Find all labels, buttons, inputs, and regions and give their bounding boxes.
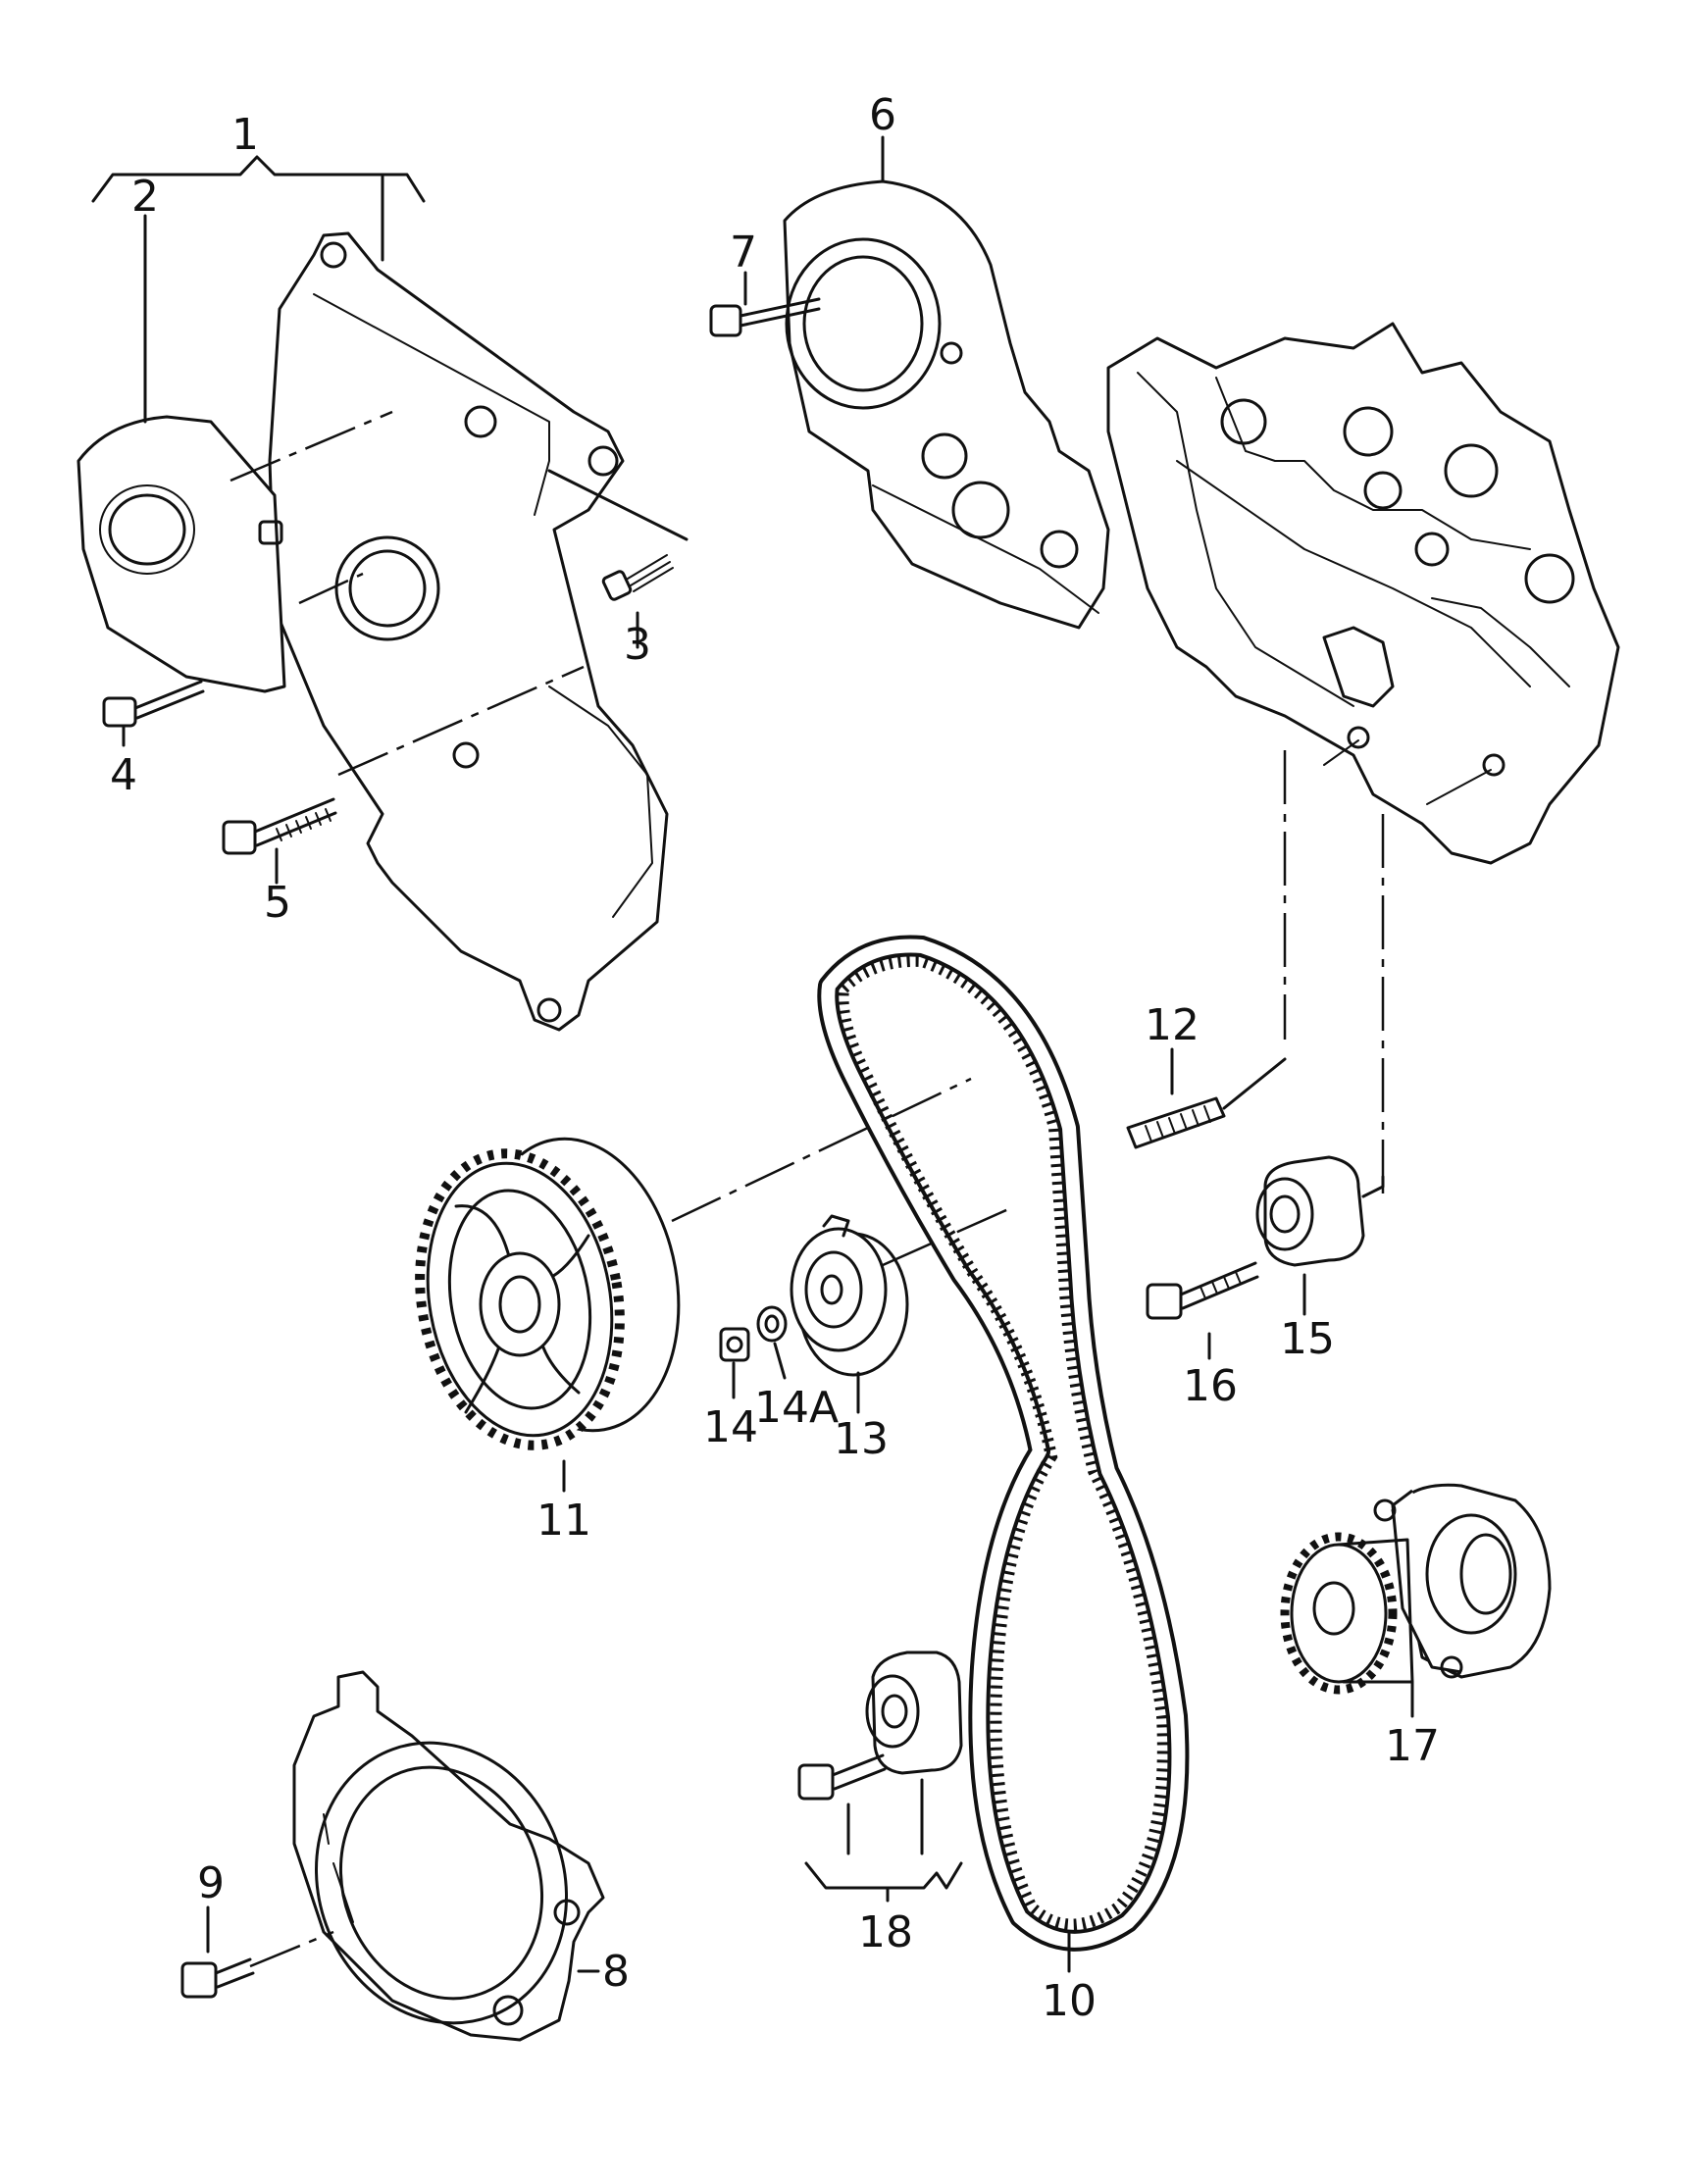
callout-labels: 1 2 3 4 5 6 7 8 9 10 11 12 13 14 14A 15 … xyxy=(110,90,1440,2026)
nut-14 xyxy=(719,1327,750,1399)
bolt-9 xyxy=(180,1905,334,1999)
label-8: 8 xyxy=(602,1947,630,1997)
label-9: 9 xyxy=(197,1858,225,1908)
label-14a: 14A xyxy=(754,1383,839,1433)
upper-cover-assembly xyxy=(77,155,689,1032)
label-5: 5 xyxy=(264,878,291,928)
label-17: 17 xyxy=(1385,1721,1440,1771)
idler-18 xyxy=(865,1651,963,1855)
engine-block xyxy=(1106,322,1620,1196)
label-11: 11 xyxy=(536,1496,591,1546)
rear-timing-cover xyxy=(783,179,1110,630)
stud-12 xyxy=(1126,1047,1287,1149)
label-15: 15 xyxy=(1280,1314,1335,1364)
idler-15 xyxy=(1255,1155,1385,1267)
washer-14a xyxy=(756,1305,788,1380)
upper-timing-cover xyxy=(268,231,669,1032)
camshaft-sprocket xyxy=(415,1077,972,1493)
mount-hole xyxy=(587,445,619,477)
tensioner-13 xyxy=(790,1204,1016,1414)
label-13: 13 xyxy=(834,1414,889,1464)
mount-hole xyxy=(320,241,347,269)
bolt-4 xyxy=(102,680,205,728)
bolt-3 xyxy=(601,554,674,601)
label-6: 6 xyxy=(869,90,896,140)
cover-opening xyxy=(348,549,427,628)
label-10: 10 xyxy=(1042,1976,1097,2026)
cover-cap xyxy=(77,415,286,693)
water-pump xyxy=(1280,1483,1552,1718)
bolt-7 xyxy=(709,297,821,337)
bolt-5 xyxy=(222,797,337,855)
label-14: 14 xyxy=(703,1402,758,1452)
label-2: 2 xyxy=(131,172,159,222)
label-4: 4 xyxy=(110,750,137,800)
label-18: 18 xyxy=(858,1907,913,1957)
bolt-16 xyxy=(1146,1261,1259,1320)
label-7: 7 xyxy=(730,228,757,278)
label-3: 3 xyxy=(624,620,651,670)
label-12: 12 xyxy=(1145,1000,1199,1050)
timing-belt xyxy=(817,935,1190,1973)
rear-cover-assembly xyxy=(709,135,1110,630)
label-1: 1 xyxy=(231,110,259,160)
label-16: 16 xyxy=(1183,1361,1238,1411)
bolt-18 xyxy=(797,1753,887,1855)
lower-cover xyxy=(292,1670,605,2042)
